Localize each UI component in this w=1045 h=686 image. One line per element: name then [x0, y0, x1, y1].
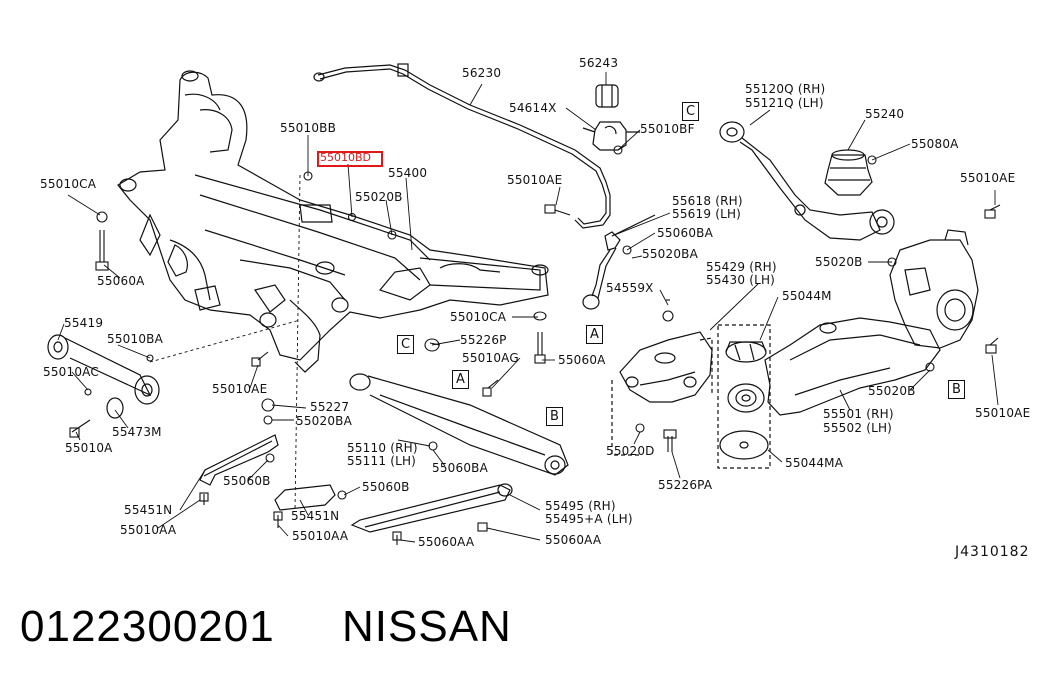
link-55495: [350, 483, 513, 533]
label-55010bb: 55010BB: [280, 121, 337, 135]
label-55502: 55502 (LH): [823, 421, 893, 435]
label-55020ba: 55020BA: [642, 247, 699, 261]
label-55111: 55111 (LH): [347, 454, 417, 468]
label-55451n-b: 55451N: [291, 509, 340, 523]
label-55020b-lower: 55020B: [868, 384, 916, 398]
label-55429: 55429 (RH): [706, 260, 777, 274]
callout-c-upper: C: [682, 102, 699, 121]
label-55451n: 55451N: [124, 503, 173, 517]
part-number: 0122300201: [20, 602, 275, 651]
label-55060aa: 55060AA: [418, 535, 475, 549]
label-55226p: 55226P: [460, 333, 507, 347]
label-55430: 55430 (LH): [706, 273, 776, 287]
label-55010ba: 55010BA: [107, 332, 164, 346]
callout-b-left: B: [546, 407, 563, 426]
spring-seat: [717, 324, 771, 469]
label-55419: 55419: [64, 316, 104, 330]
label-56230: 56230: [462, 66, 502, 80]
label-54559x: 54559X: [606, 281, 654, 295]
upper-link: [719, 121, 895, 241]
label-55060b: 55060B: [223, 474, 271, 488]
label-55010ca: 55010CA: [40, 177, 97, 191]
label-55400: 55400: [388, 166, 428, 180]
label-55226pa: 55226PA: [658, 478, 713, 492]
label-55501: 55501 (RH): [823, 407, 894, 421]
label-55110: 55110 (RH): [347, 441, 418, 455]
leader-lines: [57, 72, 999, 543]
stabilizer-bar: [313, 63, 611, 229]
label-55020b-right: 55020B: [815, 255, 863, 269]
callout-b-right: B: [948, 380, 965, 399]
label-54614x: 54614X: [509, 101, 557, 115]
lateral-link: [47, 334, 160, 419]
label-55240: 55240: [865, 107, 905, 121]
label-55495a: 55495+A (LH): [545, 512, 633, 526]
lower-link: [764, 317, 941, 416]
label-56243: 56243: [579, 56, 619, 70]
rear-link-bracket: [611, 331, 713, 456]
label-55060aa-b: 55060AA: [545, 533, 602, 547]
label-55473m: 55473M: [112, 425, 162, 439]
label-55010ac: 55010AC: [43, 365, 99, 379]
label-55020d: 55020D: [606, 444, 655, 458]
label-55010ag: 55010AG: [462, 351, 519, 365]
label-55495: 55495 (RH): [545, 499, 616, 513]
rear-suspension-arm: [349, 373, 569, 476]
stay-a: [199, 434, 279, 486]
label-55618: 55618 (RH): [672, 194, 743, 208]
bump-stopper: [824, 149, 873, 196]
label-55010ae-right: 55010AE: [960, 171, 1016, 185]
label-55010ae-mid: 55010AE: [212, 382, 268, 396]
stay-b: [274, 484, 336, 511]
label-55120q: 55120Q (RH): [745, 82, 826, 96]
fasteners: [69, 145, 1001, 545]
label-55020b: 55020B: [355, 190, 403, 204]
label-55080a: 55080A: [911, 137, 959, 151]
label-55227: 55227: [310, 400, 350, 414]
label-55010aa-b: 55010AA: [292, 529, 349, 543]
highlighted-part-label: 55010BD: [320, 151, 372, 164]
rear-subframe: [117, 70, 549, 373]
callout-c-lower: C: [397, 335, 414, 354]
label-55010ae-lower: 55010AE: [975, 406, 1031, 420]
label-55121q: 55121Q (LH): [745, 96, 824, 110]
label-55060ba-mid: 55060BA: [432, 461, 489, 475]
label-55044ma: 55044MA: [785, 456, 844, 470]
label-55619: 55619 (LH): [672, 207, 742, 221]
brand-name: NISSAN: [342, 602, 512, 651]
label-55060ba: 55060BA: [657, 226, 714, 240]
stabilizer-link: [582, 214, 656, 310]
label-55010ca-mid: 55010CA: [450, 310, 507, 324]
label-55060a: 55060A: [97, 274, 145, 288]
rear-knuckle: [889, 229, 979, 349]
label-55020ba-mid: 55020BA: [296, 414, 353, 428]
label-55044m: 55044M: [782, 289, 832, 303]
label-55010aa: 55010AA: [120, 523, 177, 537]
label-55060a-mid: 55060A: [558, 353, 606, 367]
label-55010ae: 55010AE: [507, 173, 563, 187]
highlight-box: [317, 151, 383, 167]
callout-a-right: A: [586, 325, 603, 344]
label-55060b-b: 55060B: [362, 480, 410, 494]
label-55010bf: 55010BF: [640, 122, 695, 136]
callout-a-left: A: [452, 370, 469, 389]
label-55010a: 55010A: [65, 441, 113, 455]
drawing-code: J4310182: [955, 544, 1030, 560]
stabilizer-bushing: [595, 84, 619, 108]
